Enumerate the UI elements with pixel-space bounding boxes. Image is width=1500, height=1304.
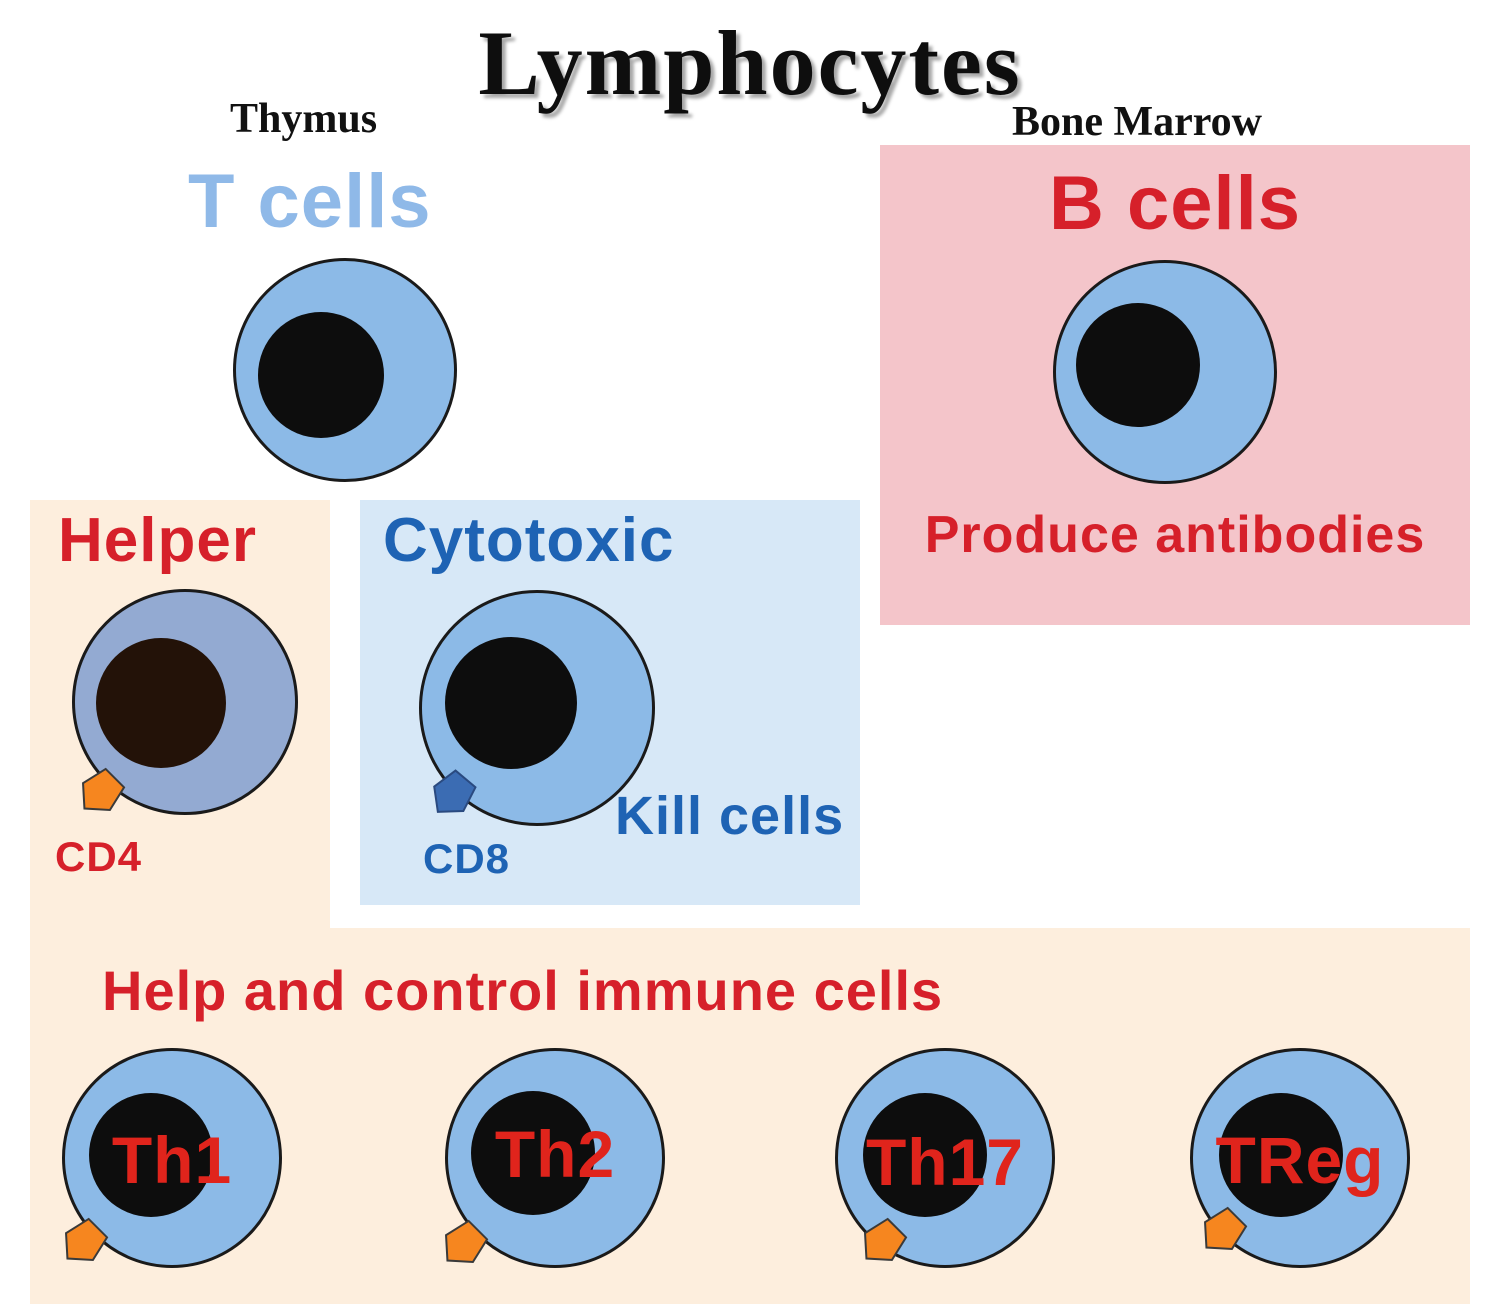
- th2-nucleus: [471, 1091, 595, 1215]
- b-cells-function-label: Produce antibodies: [924, 506, 1426, 564]
- th2-receptor-icon: [444, 1219, 489, 1264]
- cytotoxic-label: Cytotoxic: [383, 506, 675, 575]
- kill-cells-label: Kill cells: [615, 786, 845, 846]
- b-cells-label: B cells: [1048, 161, 1302, 246]
- th1-receptor-icon: [64, 1217, 109, 1262]
- th17-label: Th17: [865, 1125, 1025, 1199]
- cd8-receptor-icon: [433, 769, 477, 813]
- t-cells-label: T cells: [188, 159, 432, 244]
- bone-marrow-label: Bone Marrow: [1012, 99, 1263, 145]
- page-title: Lymphocytes: [478, 12, 1022, 114]
- treg-nucleus: [1219, 1093, 1343, 1217]
- b-cell: [1053, 260, 1277, 484]
- th2-cell: [445, 1048, 665, 1268]
- b-cell-nucleus: [1076, 303, 1200, 427]
- cd4-receptor-icon: [81, 767, 126, 812]
- cd8-label: CD8: [423, 835, 511, 882]
- helper-subtypes-heading: Help and control immune cells: [102, 959, 944, 1022]
- thymus-label: Thymus: [230, 96, 378, 142]
- helper-label: Helper: [58, 506, 257, 575]
- t-cell: [233, 258, 457, 482]
- treg-receptor-icon: [1203, 1206, 1248, 1251]
- t-cell-nucleus: [258, 312, 384, 438]
- th1-label: Th1: [111, 1123, 233, 1197]
- th17-nucleus: [863, 1093, 987, 1217]
- helper-t-cell-nucleus: [96, 638, 226, 768]
- th2-label: Th2: [494, 1117, 616, 1191]
- cytotoxic-t-cell-nucleus: [445, 637, 577, 769]
- cd4-label: CD4: [55, 833, 143, 880]
- th17-receptor-icon: [863, 1217, 908, 1262]
- th1-nucleus: [89, 1093, 213, 1217]
- th17-cell: [835, 1048, 1055, 1268]
- treg-label: TReg: [1215, 1123, 1385, 1197]
